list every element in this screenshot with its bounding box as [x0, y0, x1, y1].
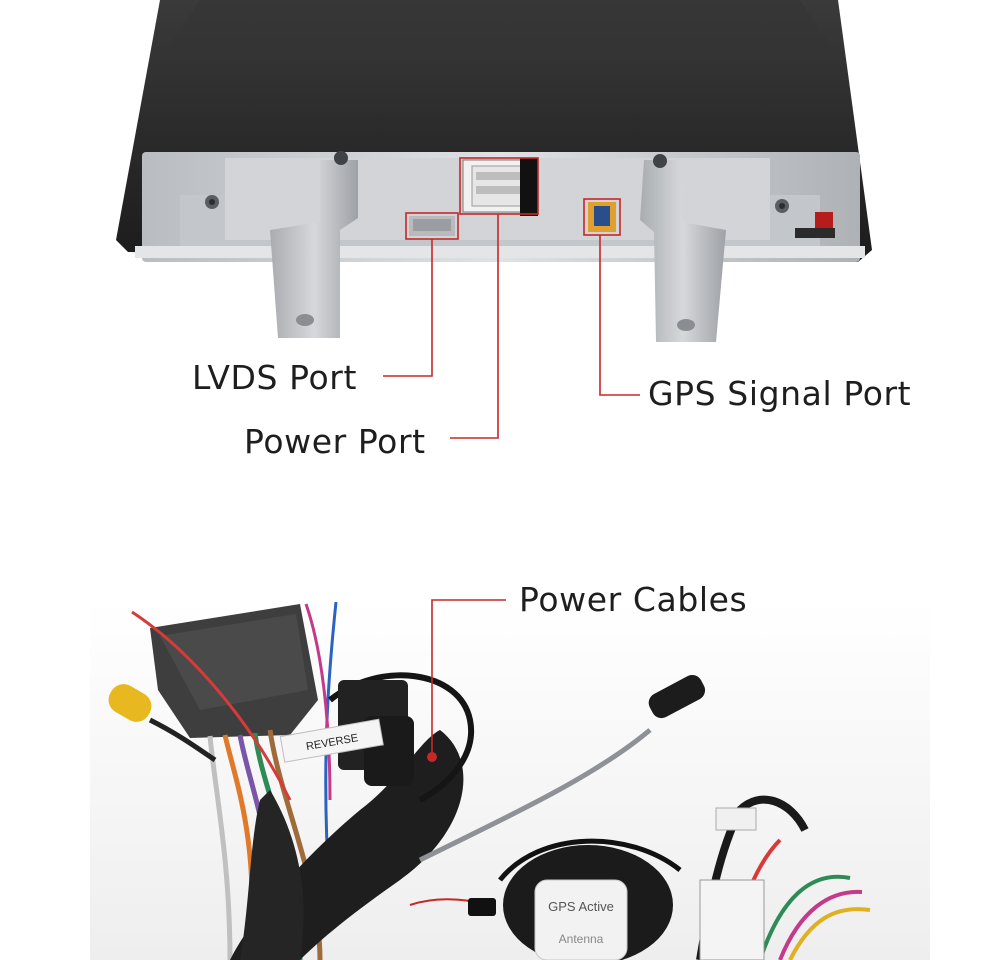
gps-signal-port [588, 202, 616, 232]
power-port [462, 158, 538, 216]
lvds-port [409, 216, 455, 236]
power-cables-label: Power Cables [519, 580, 748, 619]
reverse-tag: REVERSE [279, 718, 384, 763]
mounting-brackets [270, 151, 726, 342]
head-unit [116, 0, 872, 262]
cable-bundle [90, 600, 930, 960]
power-port-label: Power Port [244, 422, 426, 461]
callout-line-power-cables [431, 599, 506, 755]
gps-antenna-label-line1: GPS Active [548, 899, 614, 914]
lvds-port-label: LVDS Port [192, 358, 358, 397]
gps-signal-port-label: GPS Signal Port [648, 374, 912, 413]
power-cables-marker [427, 752, 437, 762]
gps-antenna-label-line2: Antenna [559, 932, 604, 946]
callout-lines-top [383, 157, 640, 439]
